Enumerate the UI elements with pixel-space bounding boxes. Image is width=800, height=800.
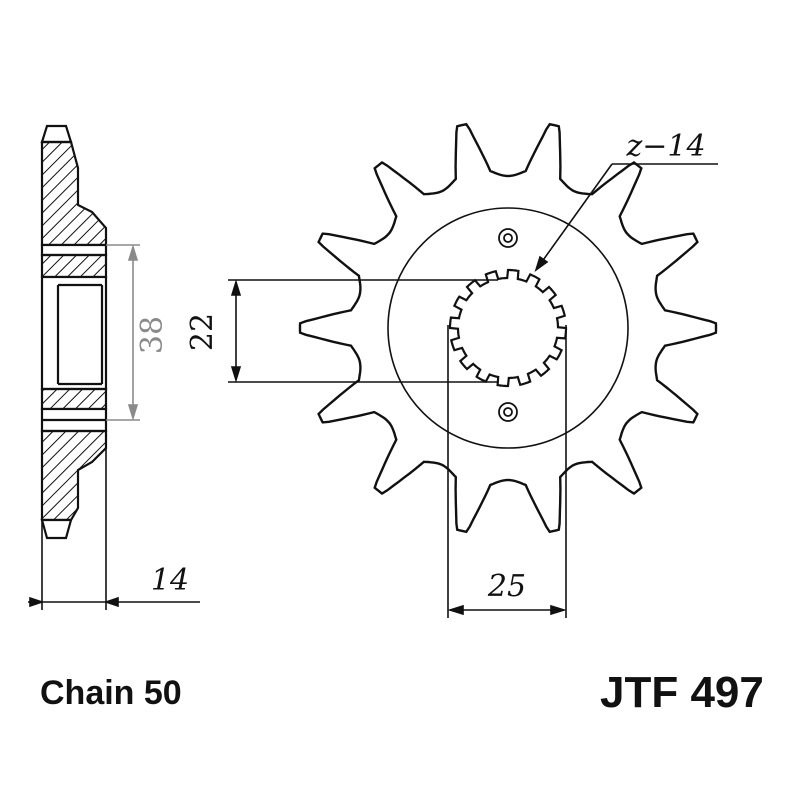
dimension-22-label: 22 xyxy=(185,313,220,351)
side-lower-body xyxy=(40,429,108,522)
spline-bore xyxy=(448,268,568,388)
upper-bolt-hole xyxy=(498,228,518,248)
side-section-view xyxy=(40,124,108,610)
teeth-leader xyxy=(534,163,718,273)
dimension-38 xyxy=(106,244,140,421)
side-lower-hub-hatch xyxy=(40,387,108,411)
front-view xyxy=(298,122,718,534)
chain-size-label: Chain 50 xyxy=(40,674,182,712)
dimension-22 xyxy=(228,279,498,383)
lower-bolt-hole xyxy=(498,402,518,422)
dimension-25-label: 25 xyxy=(487,569,526,604)
side-upper-hub-hatch xyxy=(40,253,108,279)
bolt-circle xyxy=(387,207,629,449)
side-upper-tooth xyxy=(40,124,73,144)
side-upper-hub-band xyxy=(40,243,108,257)
dimension-14 xyxy=(28,596,200,608)
side-bore xyxy=(40,275,108,391)
side-lower-tooth xyxy=(40,518,73,540)
teeth-count-label: z−14 xyxy=(625,129,705,164)
dimension-38-label: 38 xyxy=(135,316,170,354)
side-upper-body xyxy=(40,140,108,247)
part-number-label: JTF 497 xyxy=(600,668,764,717)
dimension-25 xyxy=(447,325,567,618)
dimension-14-label: 14 xyxy=(151,563,189,598)
